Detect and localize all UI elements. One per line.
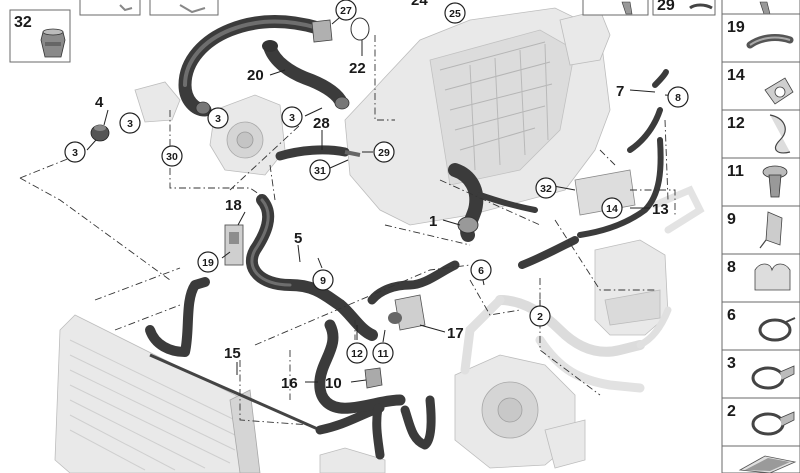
callout-12[interactable]: 12 [346, 342, 368, 364]
callout-15[interactable]: 15 [224, 345, 241, 362]
electric-coolant-pump [454, 354, 586, 469]
hose-clamp-icon-6 [758, 317, 796, 342]
svg-text:8: 8 [675, 92, 681, 104]
svg-text:2: 2 [537, 311, 543, 323]
callout-4[interactable]: 4 [95, 94, 104, 111]
radiator [54, 314, 261, 473]
callout-3-a[interactable]: 3 [64, 141, 86, 163]
callout-20[interactable]: 20 [247, 67, 264, 84]
side-panel-2-number: 2 [727, 403, 736, 420]
panel-32-number: 32 [14, 14, 32, 31]
callout-9[interactable]: 9 [312, 269, 334, 291]
expansion-tank [594, 239, 669, 336]
callout-30[interactable]: 30 [161, 145, 183, 167]
callout-7[interactable]: 7 [616, 83, 624, 100]
callout-17[interactable]: 17 [447, 325, 464, 342]
side-panel-11-number: 11 [727, 163, 744, 180]
water-pump [134, 81, 286, 176]
callout-13[interactable]: 13 [652, 201, 669, 218]
engine-block [344, 7, 611, 226]
callout-19[interactable]: 19 [197, 251, 219, 273]
svg-text:29: 29 [378, 147, 390, 159]
grommet-icon [40, 28, 66, 58]
spring-clip-icon [769, 114, 791, 154]
hoses [145, 15, 669, 460]
callout-27[interactable]: 27 [335, 0, 357, 21]
svg-text:30: 30 [166, 151, 178, 163]
hose-clip-icon [764, 77, 794, 105]
top-left-panels: 32 [9, 0, 219, 63]
callout-10[interactable]: 10 [325, 375, 342, 392]
svg-text:27: 27 [340, 5, 352, 17]
callout-29[interactable]: 29 [373, 141, 395, 163]
callout-22[interactable]: 22 [349, 60, 366, 77]
callout-25[interactable]: 25 [444, 2, 466, 24]
callout-14[interactable]: 14 [601, 197, 623, 219]
callout-24[interactable]: 24 [411, 0, 428, 9]
svg-text:6: 6 [478, 265, 484, 277]
side-panel-3-number: 3 [727, 355, 736, 372]
side-panel-14-number: 14 [727, 67, 745, 84]
top-right-panels: 29 [582, 0, 800, 16]
hose-clamp-icon-3 [751, 365, 795, 390]
hose-clamp-icon-2 [751, 411, 795, 436]
svg-text:25: 25 [449, 8, 461, 20]
callout-6[interactable]: 6 [470, 259, 492, 281]
callouts-plain: 1 4 5 7 10 13 15 16 17 18 20 22 24 28 [95, 0, 669, 392]
callout-32[interactable]: 32 [535, 177, 557, 199]
ghost-pipes [460, 185, 705, 393]
expanding-rivet-icon [762, 165, 788, 198]
svg-text:3: 3 [127, 118, 133, 130]
callout-18[interactable]: 18 [225, 197, 242, 214]
svg-text:3: 3 [72, 147, 78, 159]
svg-text:32: 32 [540, 183, 552, 195]
callout-8[interactable]: 8 [667, 86, 689, 108]
callout-5[interactable]: 5 [294, 230, 302, 247]
side-panel-8-number: 8 [727, 259, 736, 276]
callout-2[interactable]: 2 [529, 305, 551, 327]
side-panel-19-number: 19 [727, 19, 745, 36]
side-panel-12-number: 12 [727, 115, 745, 132]
callout-11[interactable]: 11 [372, 342, 394, 364]
callout-31[interactable]: 31 [309, 159, 331, 181]
callout-3-b[interactable]: 3 [119, 112, 141, 134]
svg-text:31: 31 [314, 165, 326, 177]
callout-3-c[interactable]: 3 [207, 107, 229, 129]
parts-set-icon [738, 455, 797, 473]
callout-16[interactable]: 16 [281, 375, 298, 392]
double-clip-icon [754, 263, 791, 291]
svg-text:12: 12 [351, 348, 363, 360]
callouts-circled: 2 3 3 3 3 6 8 9 11 12 14 19 25 27 29 30 … [64, 0, 689, 364]
callout-1[interactable]: 1 [429, 213, 437, 230]
aux-radiator [319, 447, 386, 473]
side-panels: 19 14 12 11 9 8 [721, 13, 800, 473]
svg-text:3: 3 [289, 112, 295, 124]
svg-text:3: 3 [215, 113, 221, 125]
side-panel-6-number: 6 [727, 307, 736, 324]
svg-text:9: 9 [320, 275, 326, 287]
svg-text:14: 14 [606, 203, 618, 215]
holder-clip-icon [759, 211, 783, 249]
side-panel-9-number: 9 [727, 211, 736, 228]
callout-28[interactable]: 28 [313, 115, 330, 132]
hose-bracket-icon [746, 34, 794, 49]
svg-text:19: 19 [202, 257, 214, 269]
callout-3-d[interactable]: 3 [281, 106, 303, 128]
panel-29-number: 29 [657, 0, 675, 14]
svg-text:11: 11 [377, 348, 388, 360]
